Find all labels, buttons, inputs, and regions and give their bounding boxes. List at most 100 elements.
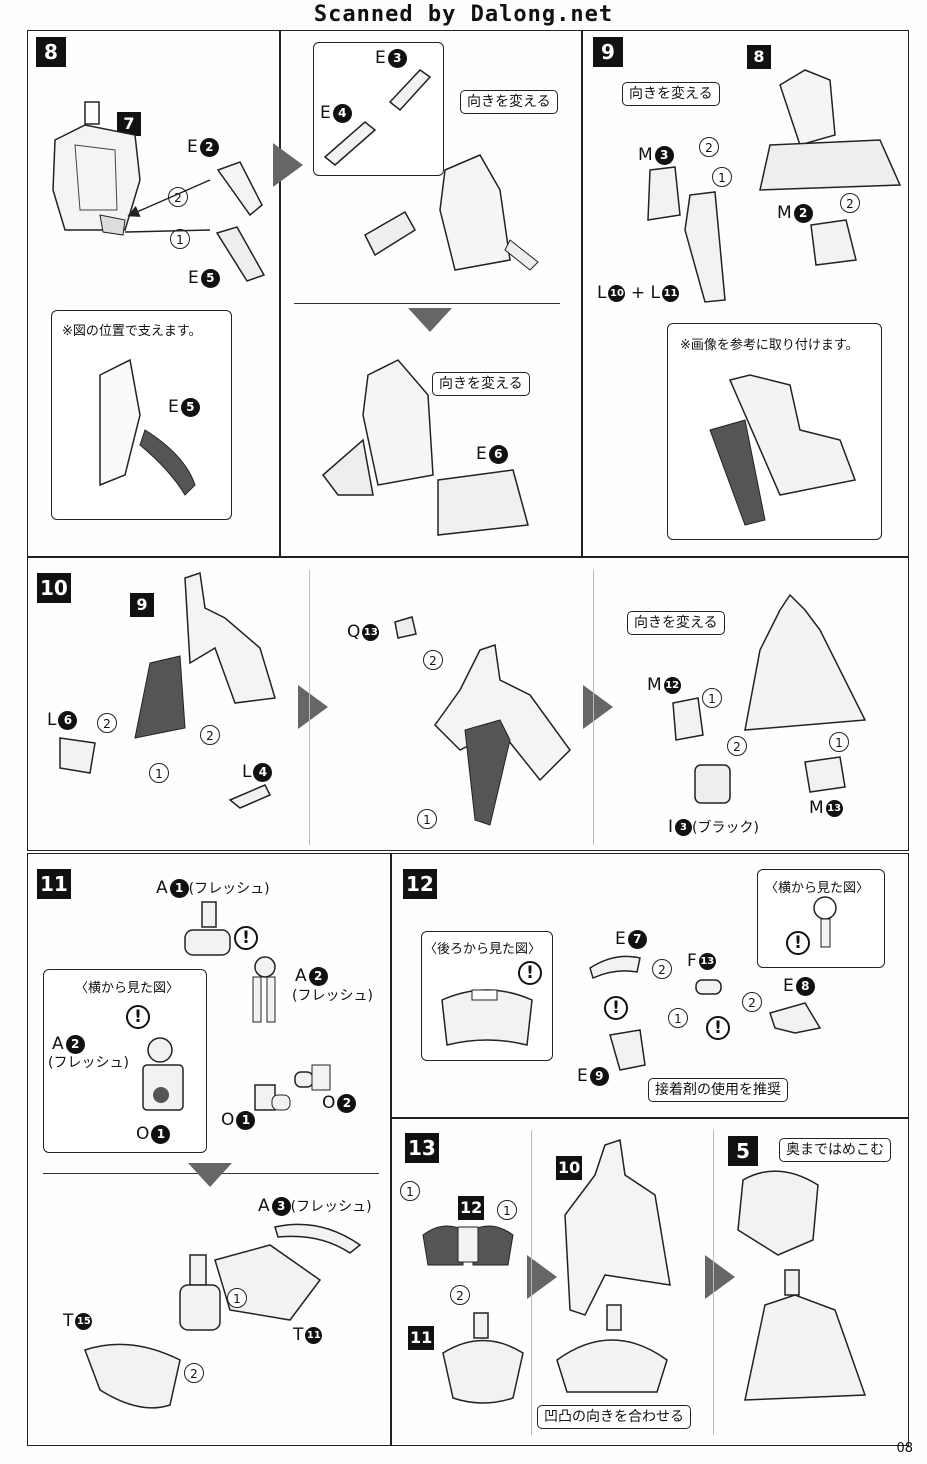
glue-recommendation: 接着剤の使用を推奨 [648, 1078, 788, 1102]
part-a1-illustration [184, 901, 231, 956]
page-number: 08 [896, 1441, 913, 1456]
scan-credit: Scanned by Dalong.net [313, 2, 614, 27]
flow-arrow-down [188, 1163, 232, 1187]
substep-1-marker: 1 [417, 809, 437, 829]
chest-illustration [737, 1170, 819, 1256]
caution-icon: ! [234, 926, 258, 950]
caution-icon: ! [786, 931, 810, 955]
step-10-divider [593, 570, 594, 845]
part-m13-illustration [804, 756, 846, 793]
substep-1-marker: 1 [497, 1200, 517, 1220]
turn-direction-label-2: 向きを変える [432, 372, 530, 396]
step-10-number: 10 [37, 573, 71, 603]
push-in-label: 奥まではめこむ [779, 1138, 891, 1162]
step-13-divider [531, 1130, 532, 1435]
part-l4-illustration [228, 784, 272, 809]
step-8-sub-divider [294, 303, 560, 305]
step-13-number: 13 [405, 1133, 439, 1163]
caution-icon: ! [126, 1005, 150, 1029]
turn-direction-label-1: 向きを変える [460, 90, 558, 114]
substep-1-marker: 1 [702, 688, 722, 708]
support-grip-illustration [99, 358, 196, 496]
substep-2-marker: 2 [97, 713, 117, 733]
step-13-ref-12: 12 [458, 1196, 485, 1220]
substep-1-marker: 1 [668, 1008, 688, 1028]
upper-body-illustration [556, 1304, 668, 1393]
substep-2-marker: 2 [699, 137, 719, 157]
substep-1-marker: 1 [400, 1181, 420, 1201]
substep-1-marker: 1 [227, 1288, 247, 1308]
part-a2-illustration [252, 956, 276, 1023]
substep-1-marker: 1 [170, 229, 190, 249]
part-e2-illustration [216, 161, 263, 217]
torso-turned-illustration [364, 154, 539, 271]
substep-1-marker: 1 [829, 732, 849, 752]
torso-part-illustration [52, 101, 141, 236]
side-view-pin-illustration [813, 896, 837, 948]
substep-2-marker: 2 [727, 736, 747, 756]
reference-skirt-illustration [709, 374, 857, 526]
caution-icon: ! [706, 1016, 730, 1040]
step-12-number: 12 [403, 869, 437, 899]
step-13-ref-11: 11 [408, 1326, 435, 1350]
step-13-divider [713, 1130, 714, 1435]
skirt-with-leg-illustration [134, 572, 276, 739]
part-e8-illustration [769, 1002, 822, 1034]
part-e5-illustration [215, 226, 266, 282]
part-o2-illustration [294, 1064, 331, 1091]
part-a3-illustration [274, 1223, 362, 1254]
part-m12-illustration [672, 697, 704, 741]
side-view-box [43, 969, 207, 1153]
side-view-title: 〈横から見た図〉 [75, 981, 180, 996]
part-t15-illustration [84, 1343, 181, 1409]
substep-2-marker: 2 [184, 1363, 204, 1383]
part-e9-illustration [609, 1029, 646, 1071]
part-e7-illustration [589, 955, 641, 980]
lower-body-illustration [564, 1139, 671, 1316]
caution-icon: ! [518, 961, 542, 985]
substep-1-marker: 1 [149, 763, 169, 783]
part-i3-illustration [694, 764, 731, 804]
assembly-arrows [124, 179, 211, 233]
reference-note-text: ※画像を参考に取り付けます。 [680, 338, 859, 353]
part-m2-illustration [810, 219, 857, 266]
skirt-assembly-illustration [321, 359, 529, 536]
turn-direction-label-4: 向きを変える [627, 611, 725, 635]
full-skirt-illustration [744, 593, 867, 731]
flow-arrow-right [273, 143, 303, 187]
support-note-text: ※図の位置で支えます。 [62, 324, 202, 339]
back-view-illustration [441, 989, 533, 1046]
final-assembly-illustration [744, 1269, 867, 1401]
step-13-ref-10: 10 [556, 1156, 583, 1180]
part-e3-e4-illustration [323, 69, 432, 166]
flow-arrow-down [408, 308, 452, 332]
substep-2-marker: 2 [200, 725, 220, 745]
substep-2-marker: 2 [742, 992, 762, 1012]
shoulder-parts-illustration [422, 1225, 514, 1266]
flow-arrow-right [583, 685, 613, 729]
flow-arrow-right [298, 685, 328, 729]
step-10-divider [309, 570, 310, 845]
caution-icon: ! [604, 996, 628, 1020]
align-recess-label: 凹凸の向きを合わせる [537, 1405, 691, 1429]
flow-arrow-right [527, 1255, 557, 1299]
side-view-illustration [142, 1037, 184, 1111]
substep-2-marker: 2 [450, 1285, 470, 1305]
